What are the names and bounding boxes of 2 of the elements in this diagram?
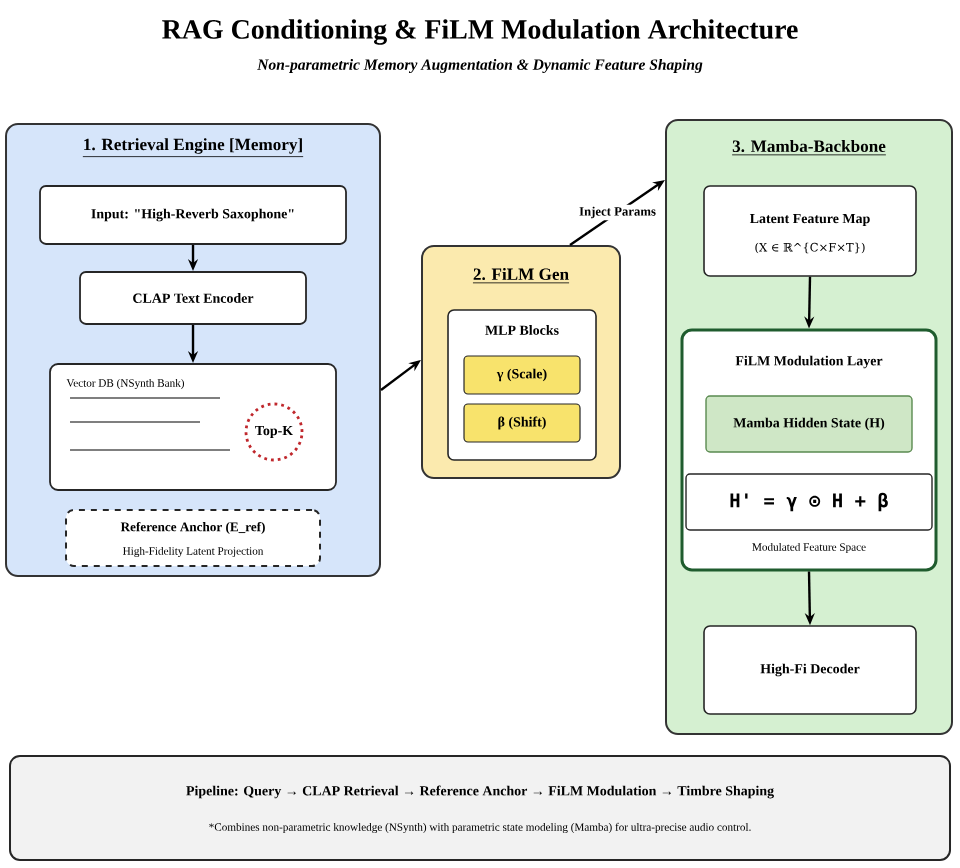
title: RAG Conditioning & FiLM Modulation Architecture (162, 19, 798, 45)
formula-box: H' = γ ⊙ H + β (685, 473, 933, 531)
